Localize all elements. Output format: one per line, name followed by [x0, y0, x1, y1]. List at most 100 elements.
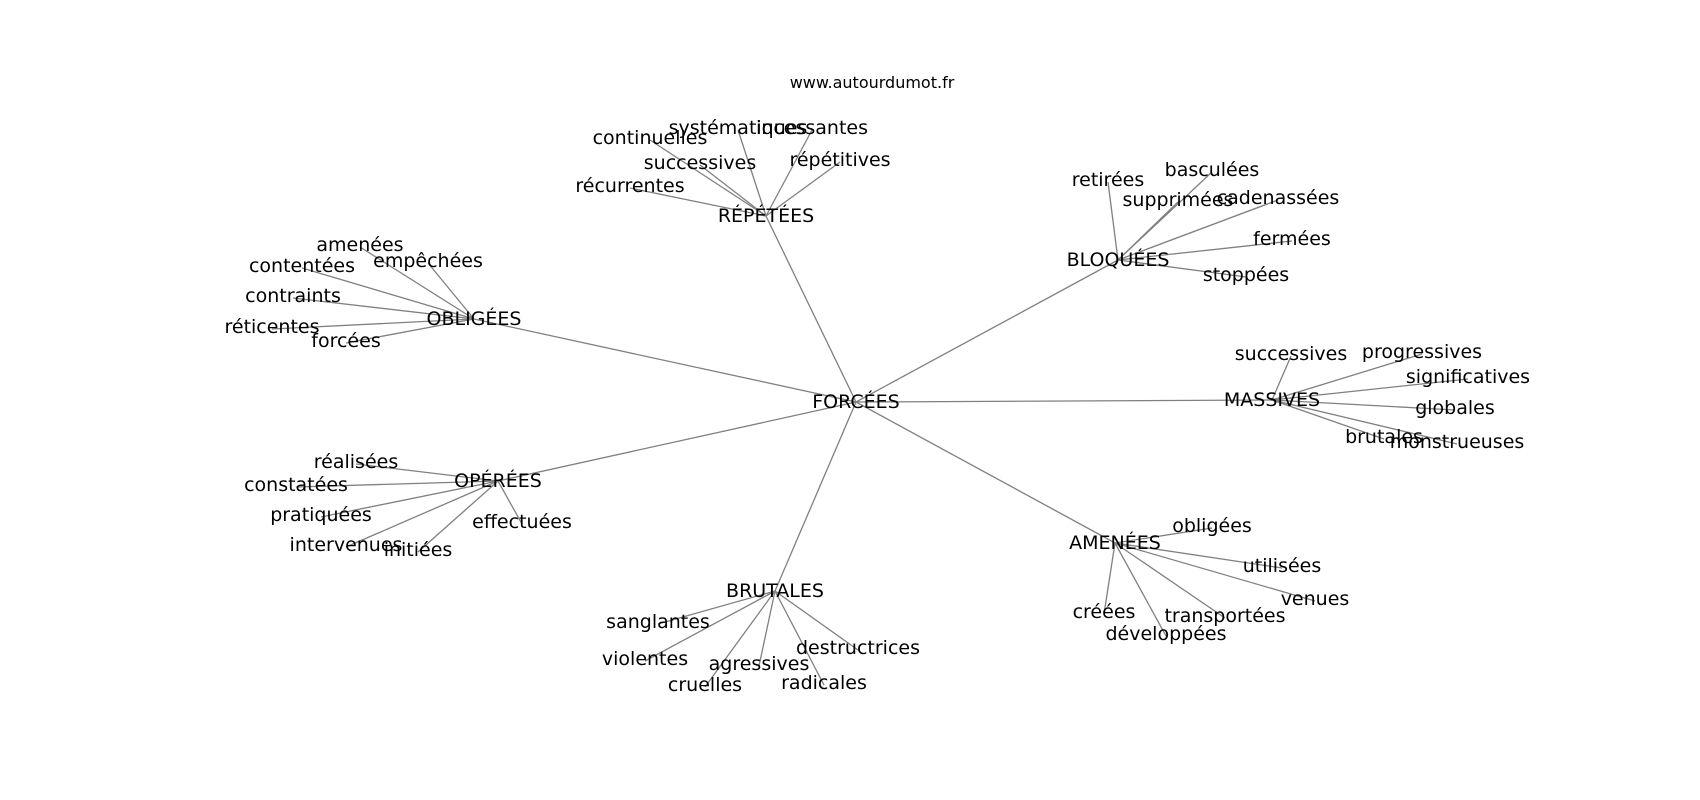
leaf-node[interactable]: transportées [1164, 605, 1285, 627]
source-label: www.autourdumot.fr [790, 73, 955, 92]
edge-obligees-leaf [271, 318, 475, 330]
leaf-node[interactable]: successives [1235, 343, 1347, 365]
leaf-node[interactable]: venues [1281, 588, 1350, 610]
leaf-node[interactable]: effectuées [472, 511, 572, 533]
edge-center-repetees [765, 215, 857, 403]
edge-operees-leaf [497, 480, 523, 525]
edge-amenees-leaf [1114, 542, 1283, 569]
leaf-node[interactable]: monstrueuses [1390, 431, 1525, 453]
leaf-node[interactable]: créées [1073, 601, 1136, 623]
edge-bloquees-leaf [1107, 181, 1119, 261]
edge-repetees-leaf [737, 129, 767, 217]
hub-node-brutales[interactable]: BRUTALES [726, 580, 824, 602]
leaf-node[interactable]: brutales [1345, 426, 1423, 448]
edge-bloquees-leaf [1117, 199, 1279, 261]
edge-brutales-leaf [774, 590, 825, 686]
leaf-node[interactable]: constatées [244, 474, 348, 496]
leaf-node[interactable]: récurrentes [575, 175, 684, 197]
edges [271, 129, 1469, 688]
hub-node-obligees[interactable]: OBLIGÉES [427, 307, 522, 330]
edge-operees-leaf [295, 480, 499, 488]
leaf-node[interactable]: réalisées [314, 451, 398, 473]
leaf-node[interactable]: pratiquées [270, 504, 372, 526]
edge-center-operees [497, 401, 857, 482]
edge-operees-leaf [345, 480, 499, 548]
leaf-node[interactable]: réticentes [224, 316, 319, 338]
edge-operees-leaf [320, 480, 499, 518]
leaf-node[interactable]: forcées [311, 330, 380, 352]
edge-massives-leaf [1271, 399, 1456, 411]
leaf-node[interactable]: empêchées [373, 250, 483, 272]
edge-obligees-leaf [359, 246, 475, 320]
edge-obligees-leaf [345, 318, 475, 344]
edge-brutales-leaf [758, 590, 776, 667]
edge-repetees-leaf [629, 187, 767, 217]
leaf-node[interactable]: cruelles [668, 674, 742, 696]
edge-repetees-leaf [765, 129, 813, 217]
edge-repetees-leaf [699, 164, 767, 217]
leaf-node[interactable]: développées [1106, 623, 1227, 645]
edge-bloquees-leaf [1117, 259, 1247, 278]
leaf-node[interactable]: radicales [781, 672, 867, 694]
edge-center-brutales [774, 401, 857, 592]
edge-bloquees-leaf [1117, 201, 1179, 261]
edge-brutales-leaf [774, 590, 859, 651]
leaf-node[interactable]: supprimées [1123, 189, 1234, 211]
leaf-node[interactable]: stoppées [1203, 264, 1289, 286]
leaf-node[interactable]: fermées [1253, 228, 1331, 250]
leaf-node[interactable]: progressives [1362, 341, 1482, 363]
edge-amenees-leaf [1114, 542, 1167, 637]
leaf-node[interactable]: contentées [249, 255, 355, 277]
leaf-node[interactable]: initiées [384, 539, 453, 561]
edge-operees-leaf [417, 480, 499, 553]
edge-obligees-leaf [301, 267, 475, 320]
edge-amenees-leaf [1114, 542, 1316, 602]
hub-node-massives[interactable]: MASSIVES [1224, 389, 1320, 411]
leaf-node[interactable]: systématiques [669, 117, 808, 139]
edge-repetees-leaf [765, 161, 841, 217]
edge-massives-leaf [1271, 355, 1292, 401]
edge-bloquees-leaf [1117, 240, 1293, 261]
edge-massives-leaf [1271, 399, 1458, 445]
leaf-node[interactable]: cadenassées [1217, 187, 1340, 209]
leaf-node[interactable]: sanglantes [606, 611, 710, 633]
edge-repetees-leaf [649, 139, 767, 217]
edge-brutales-leaf [644, 590, 776, 662]
edge-obligees-leaf [427, 262, 475, 320]
leaf-node[interactable]: contraints [245, 285, 341, 307]
leaf-node[interactable]: retirées [1072, 169, 1144, 191]
leaf-node[interactable]: significatives [1406, 366, 1530, 388]
leaf-node[interactable]: violentes [602, 648, 688, 670]
leaf-node[interactable]: agressives [709, 653, 810, 675]
leaf-node[interactable]: amenées [316, 234, 403, 256]
edge-brutales-leaf [657, 590, 776, 625]
edge-center-bloquees [855, 259, 1119, 403]
hub-node-repetees[interactable]: RÉPÉTÉES [718, 204, 814, 227]
leaf-node[interactable]: destructrices [796, 637, 920, 659]
edge-massives-leaf [1271, 399, 1385, 440]
leaf-node[interactable]: continuelles [593, 127, 708, 149]
edge-brutales-leaf [704, 590, 776, 688]
leaf-node[interactable]: intervenues [290, 534, 403, 556]
edge-center-obligees [473, 318, 857, 403]
edge-massives-leaf [1271, 353, 1423, 401]
edge-operees-leaf [355, 463, 499, 482]
edge-massives-leaf [1271, 378, 1469, 401]
leaf-node[interactable]: répétitives [789, 149, 890, 171]
leaf-node[interactable]: globales [1415, 397, 1495, 419]
edge-center-massives [855, 399, 1273, 403]
edge-amenees-leaf [1114, 542, 1226, 619]
hub-node-operees[interactable]: OPÉRÉES [454, 469, 542, 492]
leaf-node[interactable]: utilisées [1243, 555, 1322, 577]
edge-amenees-leaf [1114, 527, 1213, 544]
hub-node-bloquees[interactable]: BLOQUÉES [1067, 248, 1170, 271]
leaf-node[interactable]: obligées [1172, 515, 1252, 537]
leaf-node[interactable]: successives [644, 152, 756, 174]
center-node[interactable]: FORCÉES [812, 390, 899, 413]
leaf-node[interactable]: incessantes [756, 117, 868, 139]
leaf-node[interactable]: basculées [1165, 159, 1260, 181]
hub-node-amenees[interactable]: AMENÉES [1069, 531, 1161, 554]
edge-obligees-leaf [292, 297, 475, 320]
